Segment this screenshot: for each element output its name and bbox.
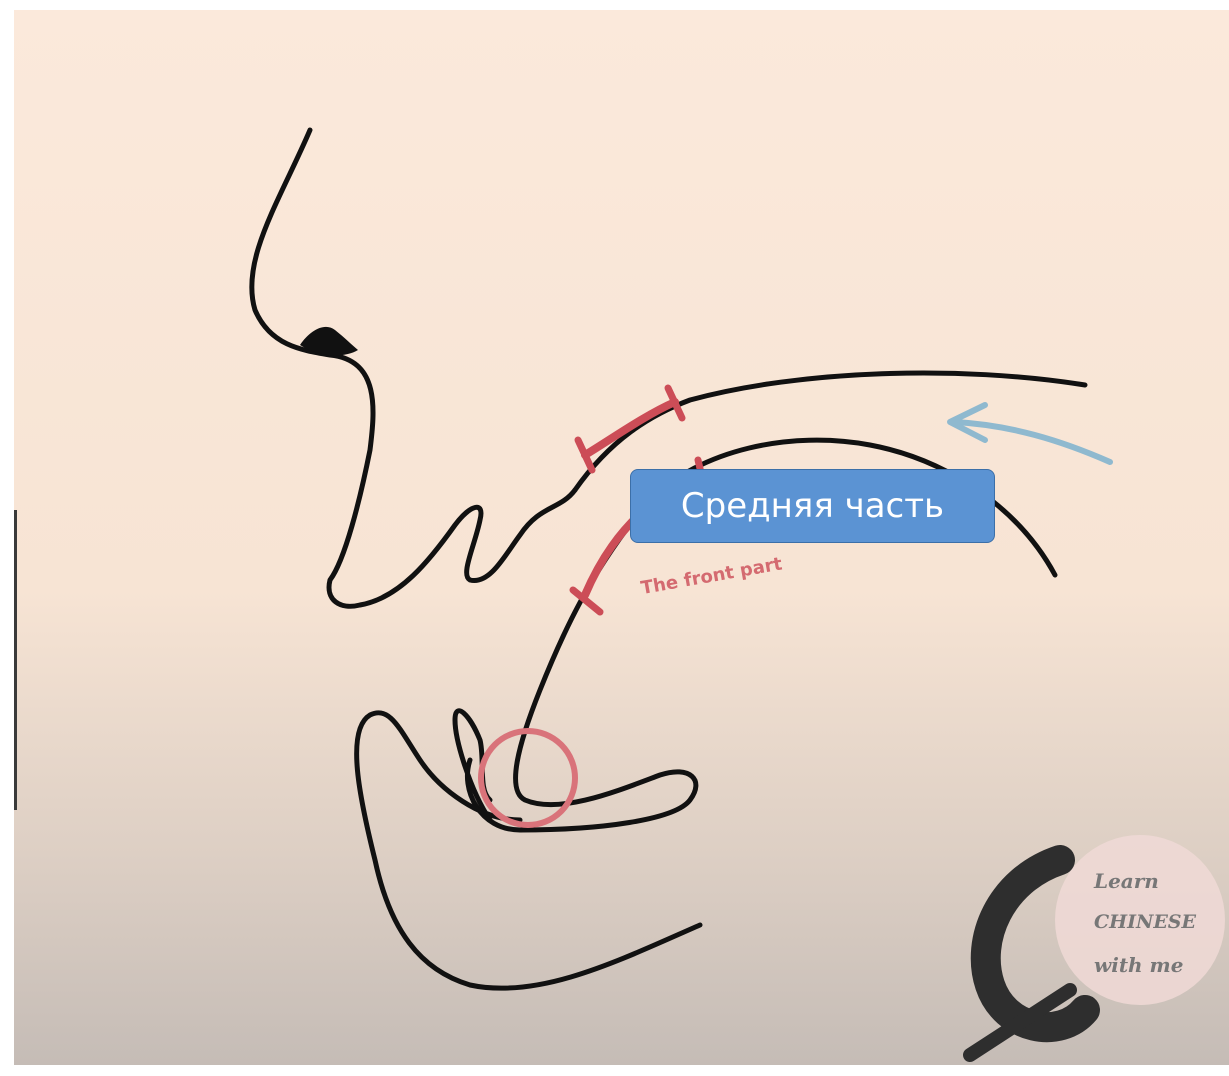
logo-line-with-me: with me [1094, 955, 1183, 975]
tongue-tip-circle [481, 731, 575, 825]
callout-label-box: Средняя часть [630, 469, 995, 543]
logo-line-learn: Learn [1094, 871, 1159, 891]
callout-label: Средняя часть [681, 486, 944, 526]
logo-line-chinese: CHINESE [1094, 913, 1196, 932]
chin-outline [357, 713, 700, 988]
face-profile-outline [252, 130, 575, 606]
palate-highlight [585, 402, 675, 455]
air-arrow [955, 422, 1110, 462]
